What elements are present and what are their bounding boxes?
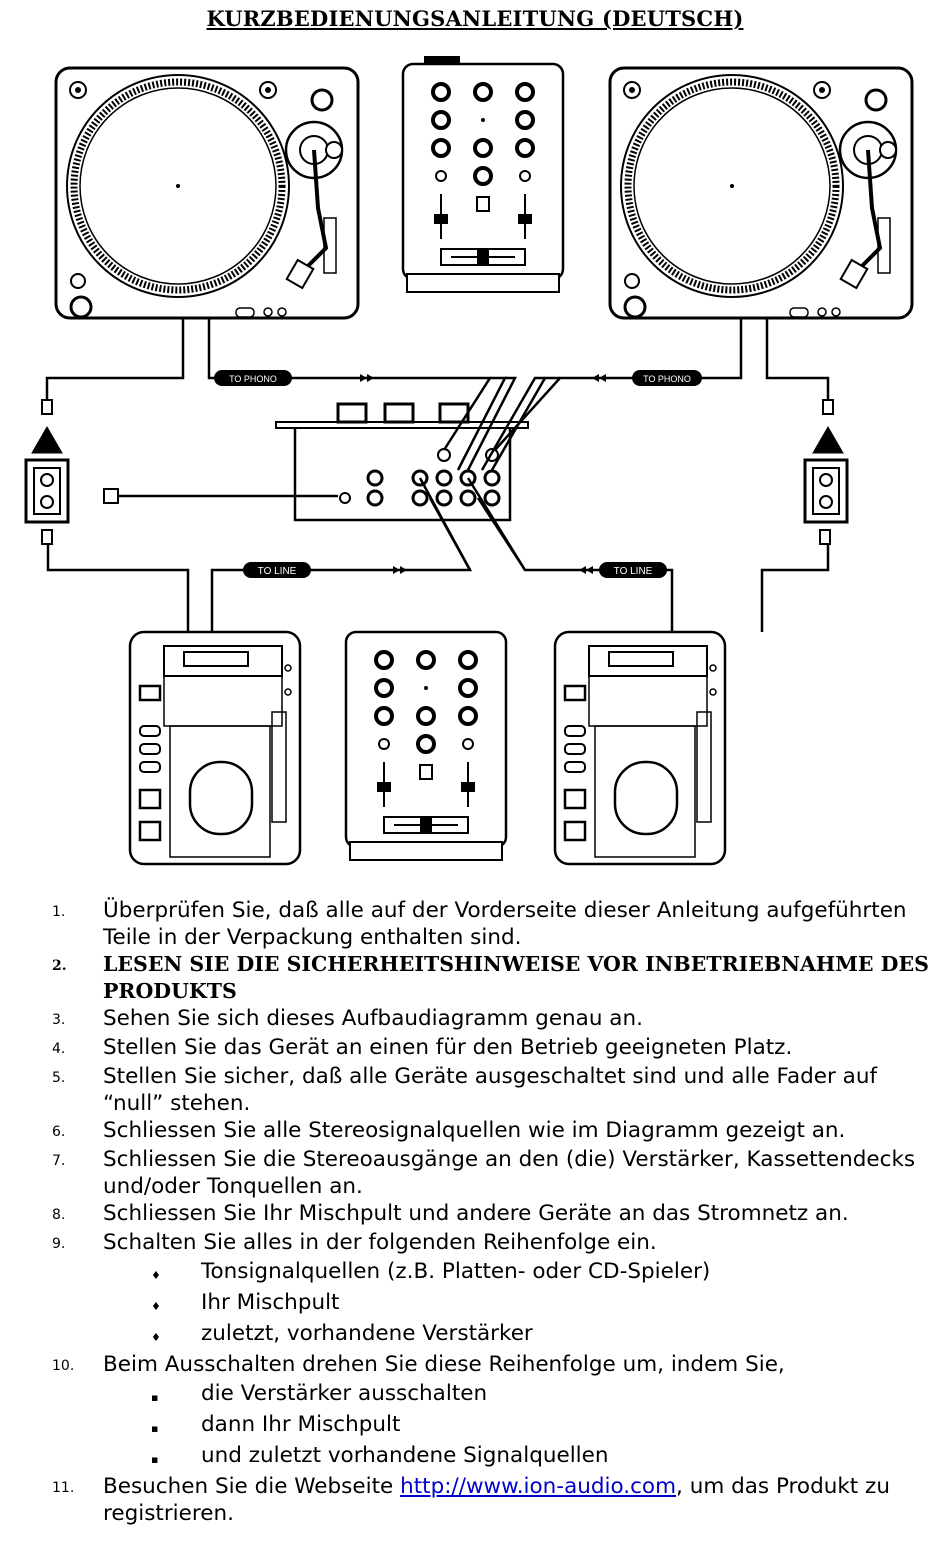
mixer-power-plug [103, 488, 119, 504]
wall-outlet-left [24, 399, 70, 545]
page-title: KURZBEDIENUNGSANLEITUNG (DEUTSCH) [206, 6, 744, 31]
website-link[interactable]: http://www.ion-audio.com [400, 1474, 677, 1499]
to-line-right-label: TO LINE [614, 566, 653, 577]
right-turntable [610, 68, 912, 318]
list-item: 11.Besuchen Sie die Webseite http://www.… [52, 1474, 890, 1526]
sub-list-item: ▪die Verstärker ausschalten [52, 1380, 942, 1411]
sub-list-item: ▪und zuletzt vorhandene Signalquellen [52, 1442, 942, 1473]
square-bullet-icon: ▪ [151, 1391, 159, 1404]
sub-list-item: ♦Tonsignalquellen (z.B. Platten- oder CD… [52, 1258, 942, 1289]
diamond-bullet-icon: ♦ [151, 1300, 161, 1313]
mixer-rear-panel [275, 402, 529, 522]
to-phono-right-label: TO PHONO [643, 374, 691, 384]
list-item-warning: 2.LESEN SIE DIE SICHERHEITSHINWEISE VOR … [52, 952, 929, 1003]
list-item: 5.Stellen Sie sicher, daß alle Geräte au… [52, 1064, 878, 1116]
to-line-left-label: TO LINE [258, 566, 297, 577]
square-bullet-icon: ▪ [151, 1453, 159, 1466]
list-item: 7.Schliessen Sie die Stereoausgänge an d… [52, 1147, 916, 1199]
square-bullet-icon: ▪ [151, 1422, 159, 1435]
instruction-list: 1.Überprüfen Sie, daß alle auf der Vorde… [52, 897, 942, 1527]
list-item: 6.Schliessen Sie alle Stereosignalquelle… [52, 1118, 846, 1143]
setup-diagram: TO PHONO TO PHONO TO LINE TO LINE [24, 56, 950, 866]
mixer-top-view [401, 62, 565, 294]
sub-list-item: ♦zuletzt, vorhandene Verstärker [52, 1320, 942, 1351]
sub-list-item: ♦Ihr Mischpult [52, 1289, 942, 1320]
sub-list-item: ▪dann Ihr Mischpult [52, 1411, 942, 1442]
list-item: 3.Sehen Sie sich dieses Aufbaudiagramm g… [52, 1006, 643, 1031]
to-phono-left-label: TO PHONO [229, 374, 277, 384]
right-cd-player [553, 630, 727, 866]
list-item: 4.Stellen Sie das Gerät an einen für den… [52, 1035, 793, 1060]
list-item: 10.Beim Ausschalten drehen Sie diese Rei… [52, 1352, 785, 1377]
left-turntable [56, 68, 358, 318]
list-item: 9.Schalten Sie alles in der folgenden Re… [52, 1230, 657, 1255]
wall-outlet-right [803, 399, 849, 545]
diamond-bullet-icon: ♦ [151, 1331, 161, 1344]
list-item: 1.Überprüfen Sie, daß alle auf der Vorde… [52, 898, 907, 950]
mixer-bottom-view [344, 630, 508, 862]
left-cd-player [128, 630, 302, 866]
list-item: 8.Schliessen Sie Ihr Mischpult und ander… [52, 1201, 849, 1226]
diamond-bullet-icon: ♦ [151, 1269, 161, 1282]
